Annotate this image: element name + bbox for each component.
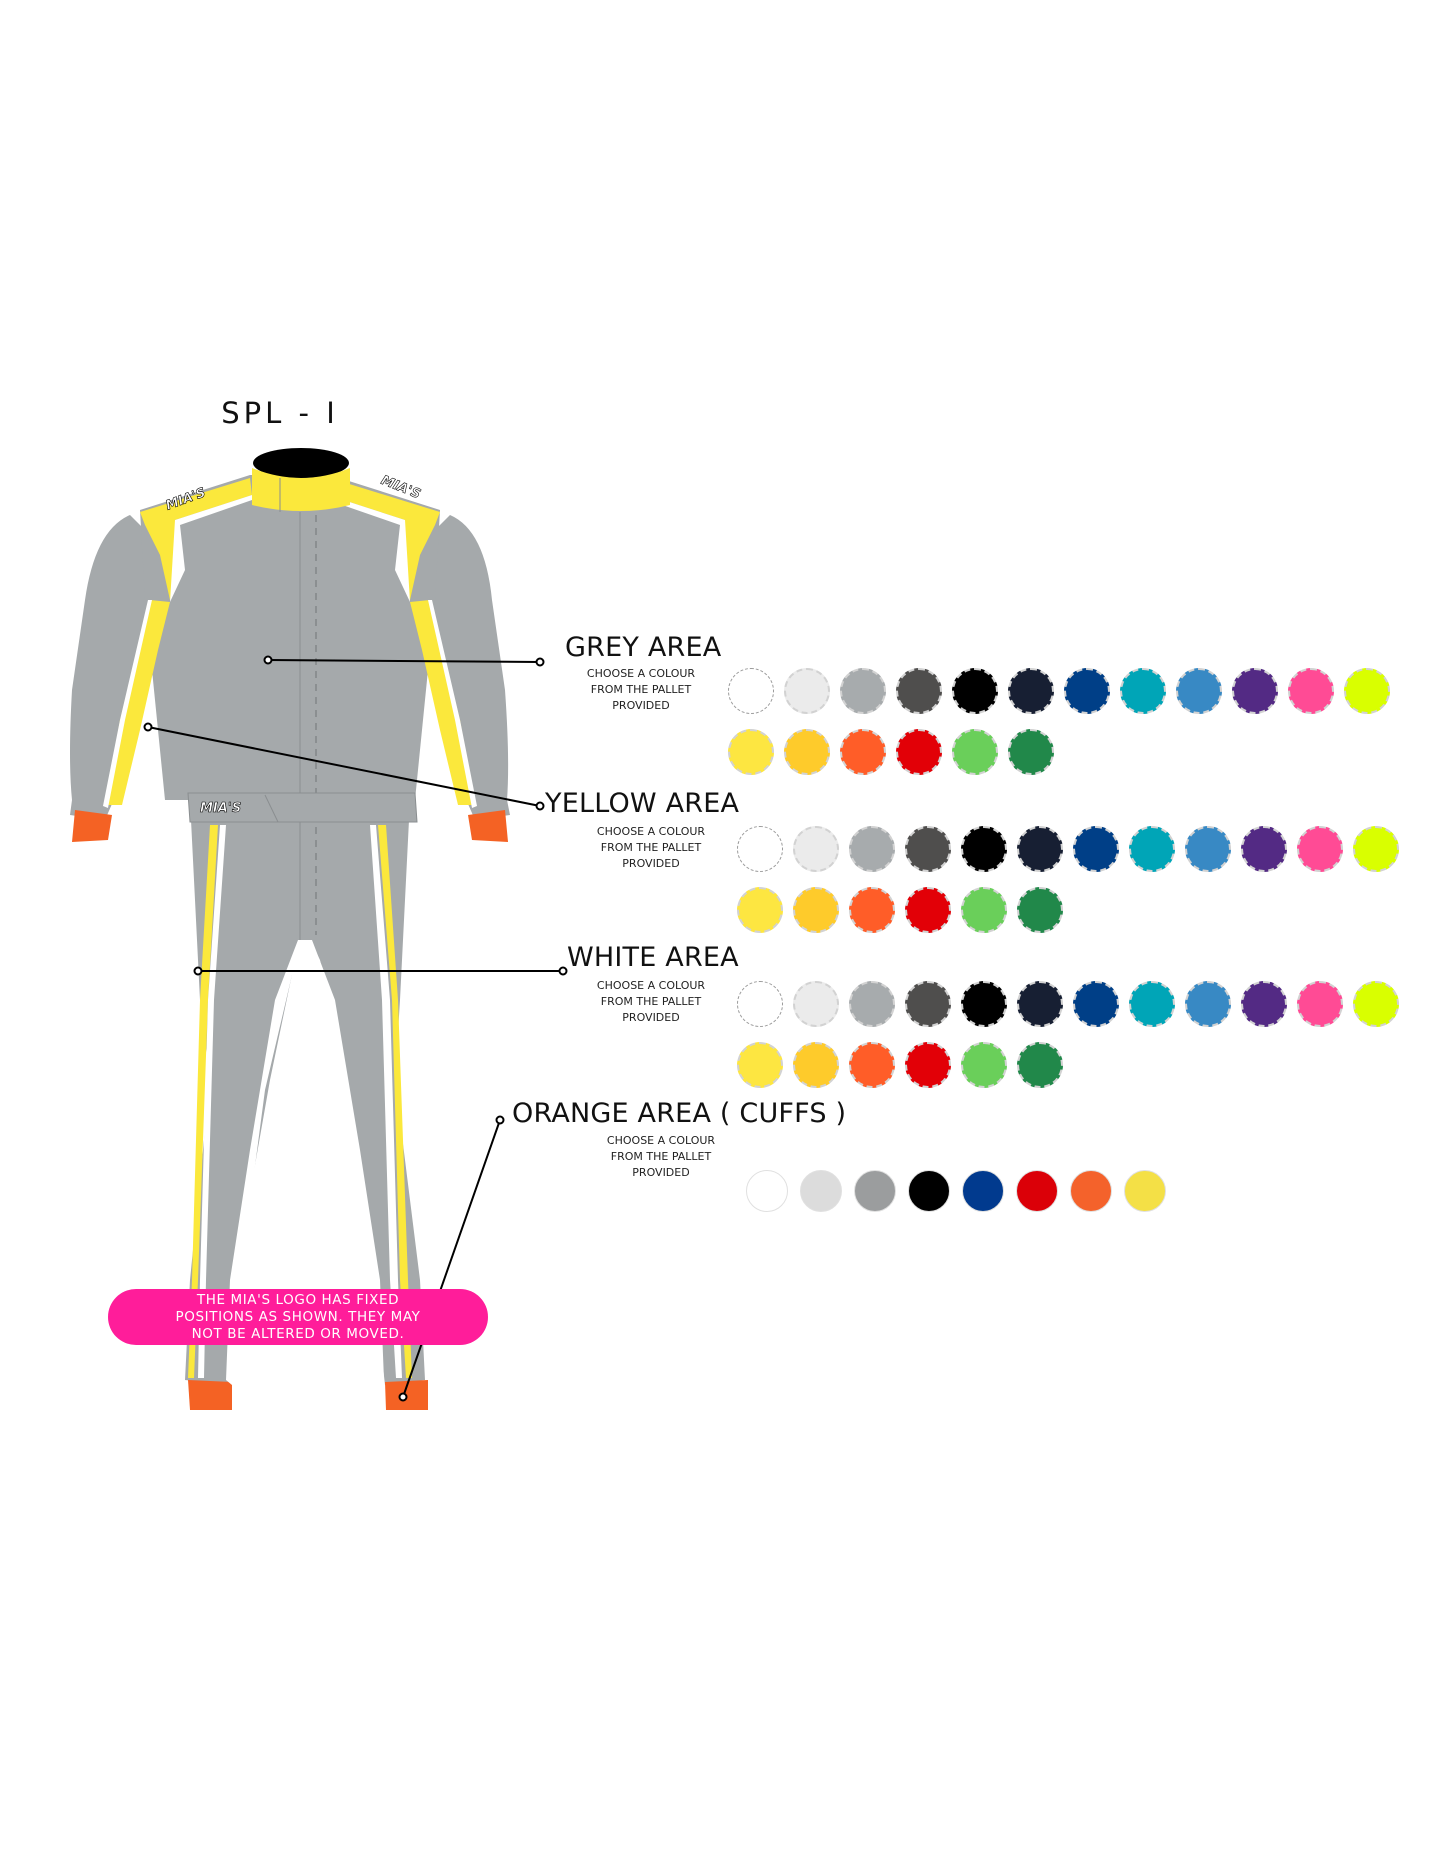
colour-swatch[interactable]	[896, 668, 942, 714]
colour-swatch[interactable]	[728, 729, 774, 775]
colour-swatch[interactable]	[1064, 668, 1110, 714]
orange-area-palette	[746, 1170, 1346, 1227]
left-leg-yellow-stripe	[188, 825, 218, 1378]
right-leg-white-stripe	[370, 825, 402, 1378]
colour-swatch[interactable]	[849, 887, 895, 933]
colour-swatch[interactable]	[905, 826, 951, 872]
grey-area-palette	[728, 668, 1428, 790]
colour-swatch[interactable]	[1070, 1170, 1112, 1212]
collar-opening	[253, 448, 349, 478]
colour-swatch[interactable]	[737, 887, 783, 933]
left-wrist-cuff	[72, 810, 112, 842]
white-area-instructions: CHOOSE A COLOUR FROM THE PALLET PROVIDED	[596, 979, 706, 1024]
colour-swatch[interactable]	[1120, 668, 1166, 714]
colour-swatch[interactable]	[952, 729, 998, 775]
right-leg-yellow-stripe	[378, 825, 412, 1378]
leader-lines	[143, 655, 568, 1402]
colour-swatch[interactable]	[1176, 668, 1222, 714]
colour-swatch[interactable]	[1124, 1170, 1166, 1212]
colour-swatch[interactable]	[1073, 981, 1119, 1027]
colour-swatch[interactable]	[849, 981, 895, 1027]
colour-swatch[interactable]	[1185, 826, 1231, 872]
colour-swatch[interactable]	[1008, 729, 1054, 775]
colour-swatch[interactable]	[952, 668, 998, 714]
colour-swatch[interactable]	[1017, 826, 1063, 872]
colour-swatch[interactable]	[737, 826, 783, 872]
colour-swatch[interactable]	[849, 1042, 895, 1088]
colour-swatch[interactable]	[1008, 668, 1054, 714]
colour-swatch[interactable]	[793, 1042, 839, 1088]
yellow-area-palette	[737, 826, 1437, 948]
left-shoulder-yellow	[140, 478, 252, 600]
colour-swatch[interactable]	[1129, 826, 1175, 872]
colour-swatch[interactable]	[1017, 1042, 1063, 1088]
logo-position-note: THE MIA'S LOGO HAS FIXED POSITIONS AS SH…	[108, 1289, 488, 1345]
colour-swatch[interactable]	[1016, 1170, 1058, 1212]
colour-swatch[interactable]	[1017, 981, 1063, 1027]
orange-area-instructions: CHOOSE A COLOUR FROM THE PALLET PROVIDED	[606, 1134, 716, 1179]
colour-swatch[interactable]	[793, 887, 839, 933]
colour-swatch[interactable]	[1288, 668, 1334, 714]
right-shoulder-yellow	[328, 478, 440, 600]
left-arm-yellow-stripe	[105, 600, 170, 805]
colour-swatch[interactable]	[1232, 668, 1278, 714]
colour-swatch[interactable]	[1129, 981, 1175, 1027]
colour-swatch[interactable]	[961, 826, 1007, 872]
left-ankle-cuff	[188, 1380, 232, 1410]
colour-swatch[interactable]	[1344, 668, 1390, 714]
colour-swatch[interactable]	[961, 981, 1007, 1027]
white-area-palette	[737, 981, 1437, 1103]
colour-swatch[interactable]	[905, 887, 951, 933]
yellow-area-label: YELLOW AREA	[545, 788, 740, 819]
colour-swatch[interactable]	[905, 1042, 951, 1088]
colour-swatch[interactable]	[784, 729, 830, 775]
colour-swatch[interactable]	[962, 1170, 1004, 1212]
belt	[187, 792, 418, 823]
colour-swatch[interactable]	[1297, 826, 1343, 872]
colour-swatch[interactable]	[1017, 887, 1063, 933]
orange-area-label: ORANGE AREA ( CUFFS )	[512, 1098, 847, 1129]
page-title: SPL - I	[221, 396, 339, 430]
colour-swatch[interactable]	[896, 729, 942, 775]
colour-swatch[interactable]	[849, 826, 895, 872]
colour-swatch[interactable]	[737, 1042, 783, 1088]
colour-swatch[interactable]	[793, 981, 839, 1027]
colour-swatch[interactable]	[854, 1170, 896, 1212]
colour-swatch[interactable]	[1241, 981, 1287, 1027]
colour-swatch[interactable]	[800, 1170, 842, 1212]
colour-swatch[interactable]	[1353, 826, 1399, 872]
colour-swatch[interactable]	[784, 668, 830, 714]
mias-logo-belt: MIA'S	[200, 801, 241, 816]
colour-swatch[interactable]	[728, 668, 774, 714]
collar-yellow	[252, 468, 350, 511]
colour-swatch[interactable]	[961, 887, 1007, 933]
right-wrist-cuff	[468, 810, 508, 842]
colour-swatch[interactable]	[961, 1042, 1007, 1088]
colour-swatch[interactable]	[1353, 981, 1399, 1027]
colour-swatch[interactable]	[1297, 981, 1343, 1027]
colour-swatch[interactable]	[1073, 826, 1119, 872]
colour-swatch[interactable]	[905, 981, 951, 1027]
right-arm-yellow-stripe	[410, 600, 475, 805]
white-area-label: WHITE AREA	[567, 942, 739, 973]
colour-swatch[interactable]	[908, 1170, 950, 1212]
colour-swatch[interactable]	[1185, 981, 1231, 1027]
colour-swatch[interactable]	[1241, 826, 1287, 872]
grey-area-instructions: CHOOSE A COLOUR FROM THE PALLET PROVIDED	[586, 667, 696, 712]
colour-swatch[interactable]	[746, 1170, 788, 1212]
yellow-area-instructions: CHOOSE A COLOUR FROM THE PALLET PROVIDED	[596, 825, 706, 870]
suit-body	[140, 475, 440, 1385]
colour-swatch[interactable]	[840, 668, 886, 714]
left-leg-white-stripe	[198, 825, 226, 1378]
colour-swatch[interactable]	[840, 729, 886, 775]
grey-area-label: GREY AREA	[565, 632, 722, 663]
colour-swatch[interactable]	[737, 981, 783, 1027]
colour-swatch[interactable]	[793, 826, 839, 872]
